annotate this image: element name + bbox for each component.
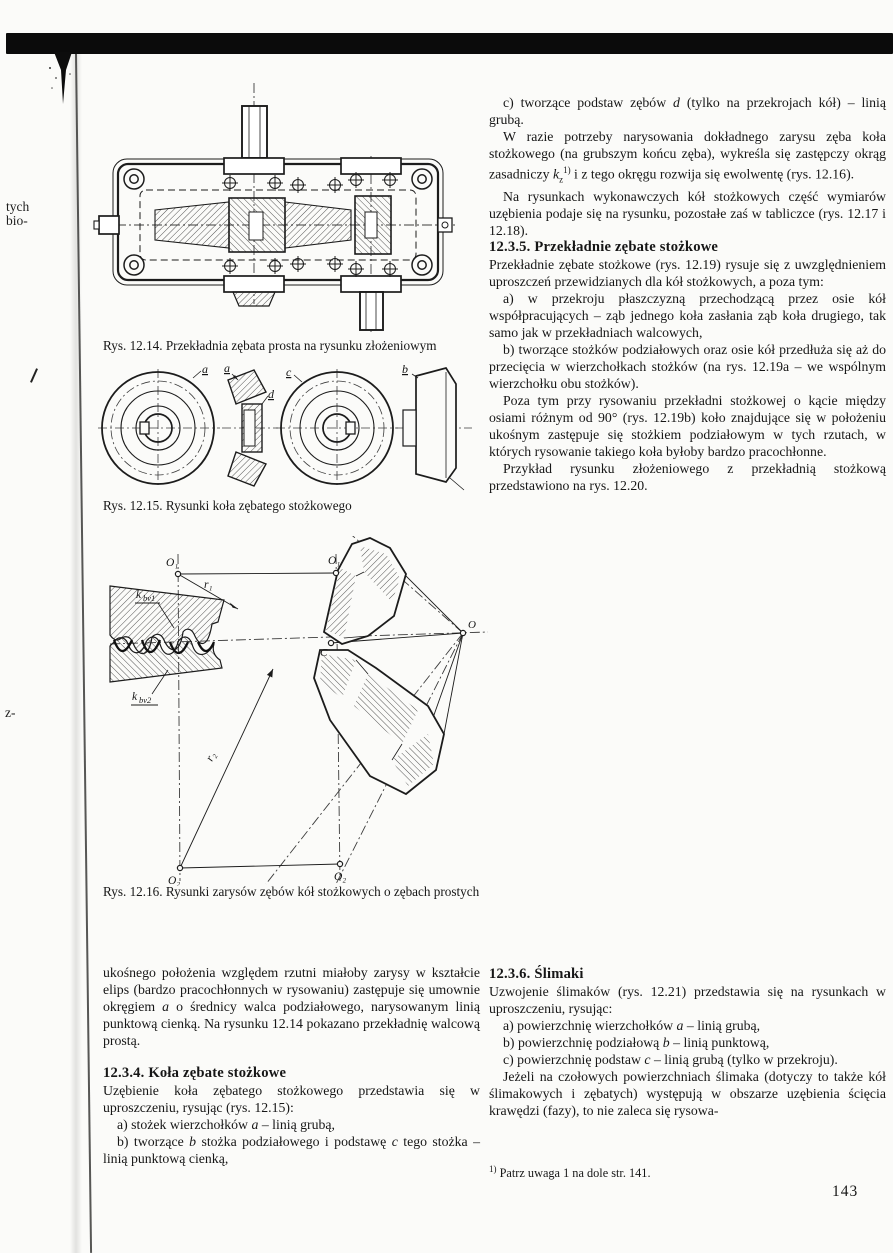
label-c: c	[286, 365, 292, 379]
paragraph: c) tworzące podstaw zębów d (tylko na pr…	[489, 95, 886, 127]
paragraph: Przykład rysunku złożeniowego z przekład…	[489, 461, 886, 494]
label-b: b	[402, 364, 408, 376]
figure-12-16-tooth-profiles: r₁ r₂ k bv1 k bv2	[109, 536, 489, 886]
label-d: d	[268, 387, 275, 401]
list-item: a) powierzchnię wierzchołków a – linią g…	[503, 1018, 761, 1033]
corner-bosses	[123, 168, 433, 276]
caption-fig-12-16: Rys. 12.16. Rysunki zarysów zębów kół st…	[103, 884, 480, 899]
radius-r1: r₁	[177, 573, 239, 610]
kbv1-sub: bv1	[143, 593, 155, 603]
list-item: b) tworzące stożków podziałowych oraz os…	[489, 342, 886, 392]
output-shaft	[340, 157, 402, 331]
binding-shadow	[70, 54, 82, 1253]
page-number: 143	[832, 1183, 859, 1200]
side-stubs	[93, 215, 453, 235]
tooth-mesh-detail	[109, 585, 225, 683]
pen-mark	[30, 368, 38, 383]
label-o: O	[468, 619, 476, 631]
figure-12-14-gearbox-assembly	[93, 83, 457, 332]
front-view-right: c	[276, 365, 398, 488]
margin-note-3: z-	[5, 705, 16, 720]
label-a1: a	[202, 364, 208, 376]
list-item: b) tworzące b stożka podziałowego i pods…	[103, 1134, 481, 1166]
paragraph: ukośnego położenia względem rzutni miało…	[103, 965, 480, 1048]
bolt-symbols	[222, 172, 398, 277]
section-heading-12-3-4: 12.3.4. Koła zębate stożkowe	[103, 1065, 287, 1081]
label-o1-right: O₁	[328, 555, 340, 567]
label-kbv1: k bv1	[135, 589, 175, 629]
paragraph: Uzębienie koła zębatego stożkowego przed…	[103, 1083, 480, 1115]
front-view-left: a	[98, 364, 220, 488]
scan-top-black-band	[6, 33, 893, 54]
list-item: c) powierzchnię podstaw c – linią grubą …	[503, 1052, 838, 1067]
label-a2: a	[224, 364, 230, 375]
right-column-upper: c) tworzące podstaw zębów d (tylko na pr…	[489, 94, 886, 494]
bevel-gear-lower	[313, 649, 445, 796]
list-item: b) powierzchnię podziałową b – linią pun…	[503, 1035, 770, 1050]
outline-side-view: b	[396, 364, 472, 491]
section-heading-12-3-5: 12.3.5. Przekładnie zębate stożkowe	[489, 239, 719, 256]
kbv2-sub: bv2	[139, 695, 152, 705]
ink-blot	[49, 52, 72, 104]
label-r2: r₂	[204, 750, 219, 763]
caption-fig-12-14: Rys. 12.14. Przekładnia zębata prosta na…	[103, 338, 437, 353]
list-item: a) w przekroju płaszczyzną przechodzącą …	[489, 291, 886, 341]
label-c: C	[320, 647, 328, 659]
label-r1: r₁	[204, 579, 212, 591]
paragraph: Uzwojenie ślimaków (rys. 12.21) przedsta…	[489, 984, 886, 1016]
kbv1-main: k	[136, 589, 142, 601]
paragraph: Jeżeli na czołowych powierzchniach ślima…	[489, 1069, 886, 1118]
footnote: 1) Patrz uwaga 1 na dole str. 141.	[489, 1164, 651, 1181]
label-kbv2: k bv2	[131, 669, 169, 706]
label-o2-left: O₂	[168, 875, 180, 886]
bevel-gear-upper	[322, 537, 407, 645]
input-shaft	[223, 105, 285, 307]
paragraph: W razie potrzeby narysowania dokładnego …	[489, 129, 886, 185]
radius-r2: r₂	[179, 668, 274, 869]
paragraph: Poza tym przy rysowaniu przekładni stożk…	[489, 393, 886, 460]
right-column-lower: 12.3.6. Ślimaki Uzwojenie ślimaków (rys.…	[489, 966, 886, 1119]
figure-12-15-bevel-gear-views: a a d c b	[98, 364, 472, 491]
label-o1-left: O₁	[166, 557, 178, 569]
node-points	[174, 569, 467, 872]
section-heading-12-3-6: 12.3.6. Ślimaki	[489, 966, 584, 982]
margin-note-1: tych	[6, 199, 30, 214]
list-item: a) stożek wierzchołków a – linią grubą,	[117, 1117, 336, 1132]
section-side-view: a d	[222, 364, 278, 487]
caption-fig-12-15: Rys. 12.15. Rysunki koła zębatego stożko…	[103, 498, 352, 513]
paragraph: Na rysunkach wykonawczych kół stożkowych…	[489, 189, 886, 239]
margin-note-2: bio-	[6, 213, 28, 228]
paragraph: Przekładnie zębate stożkowe (rys. 12.19)…	[489, 257, 886, 290]
kbv2-main: k	[132, 691, 138, 703]
label-o2-right: O₂	[334, 871, 346, 883]
gear-train-section	[154, 195, 392, 255]
left-column-lower: ukośnego położenia względem rzutni miało…	[103, 964, 480, 1167]
